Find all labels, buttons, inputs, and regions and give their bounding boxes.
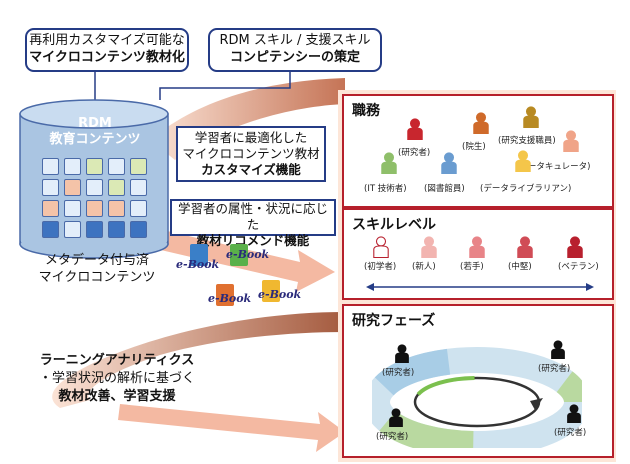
db-caption: メタデータ付与済 マイクロコンテンツ [22,252,172,286]
database-label: RDM 教育コンテンツ [40,116,150,148]
duty-person-label: (IT 技術者) [364,184,407,194]
skill-person-icon [468,236,486,262]
duty-person-label: (データキュレータ) [516,162,591,172]
duty-person-label: (図書館員) [424,184,465,194]
callout-customize-line2: マイクロコンテンツ教材 [182,146,320,161]
skill-person-label: (中堅) [508,262,532,272]
ebook-label: e-Book [226,248,270,261]
content-tile-icon [64,200,81,217]
content-tile-icon [108,200,125,217]
database-label-line1: RDM [78,116,112,131]
duty-person-icon [406,118,424,144]
ebook-icon [262,280,280,302]
panel-skill: スキルレベル (初学者) (新人) (若手) (中堅) (ベテラン) [342,208,614,300]
ebook-icon [230,244,248,266]
researcher-label: (研究者) [376,432,409,442]
duty-person-label: (院生) [462,142,486,152]
content-tile-icon [42,221,59,238]
callout-recommend: 学習者の属性・状況に応じた 教材リコメンド機能 [170,199,336,248]
content-tile-icon [86,200,103,217]
content-tile-icon [64,158,81,175]
duty-person-icon [380,152,398,178]
box-micro-content-line1: 再利用カスタマイズ可能な [29,33,185,48]
content-tile-icon [64,221,81,238]
connector-right-box [159,72,291,100]
skill-person-label: (新人) [412,262,436,272]
ebook-label: e-Book [208,292,252,305]
skill-person-icon [566,236,584,262]
researcher-label: (研究者) [538,364,571,374]
research-lifecycle-ring [372,347,582,448]
box-micro-content: 再利用カスタマイズ可能な マイクロコンテンツ教材化 [25,28,189,72]
duty-person-icon [472,112,490,138]
callout-customize: 学習者に最適化した マイクロコンテンツ教材 カスタマイズ機能 [176,126,326,182]
arrow-mid-right [118,220,335,292]
ebook-icon [216,284,234,306]
content-tile-icon [42,179,59,196]
content-tile-icon [42,158,59,175]
duty-person-label: (研究者) [398,148,431,158]
skill-person-icon [516,236,534,262]
analytics-line2: ・学習状況の解析に基づく [38,371,195,386]
content-tile-icon [42,200,59,217]
panel-duty: 職務 (研究者) (院生) (研究支援職員) (IT 技術者) (図書館員) (データキュ… [342,94,614,208]
box-competency: RDM スキル / 支援スキル コンピテンシーの策定 [208,28,382,72]
box-micro-content-line2: マイクロコンテンツ教材化 [29,50,185,65]
box-competency-line1: RDM スキル / 支援スキル [219,33,371,48]
db-caption-line1: メタデータ付与済 [44,253,149,268]
skill-person-label: (ベテラン) [558,262,599,272]
researcher-icon [550,340,566,363]
skill-person-label: (若手) [460,262,484,272]
arrow-bottom-right [118,404,345,452]
duty-person-label: (データライブラリアン) [480,184,572,194]
content-tile-icon [130,200,147,217]
duty-person-icon [522,106,540,132]
content-tile-icon [86,221,103,238]
content-tile-icon [130,221,147,238]
ebook-icon [190,244,208,266]
db-caption-line2: マイクロコンテンツ [38,270,156,285]
analytics-text: ラーニングアナリティクス ・学習状況の解析に基づく 教材改善、学習支援 [22,352,212,406]
duty-person-icon [440,152,458,178]
panel-duty-title: 職務 [352,103,380,119]
researcher-icon [566,404,582,427]
duty-person-label: (研究支援職員) [498,136,556,146]
callout-recommend-line1: 学習者の属性・状況に応じた [177,201,328,232]
callout-customize-line1: 学習者に最適化した [194,130,308,145]
duty-person-icon [562,130,580,156]
arrow-bottom-curve [52,312,346,408]
callout-customize-line3: カスタマイズ機能 [201,162,301,177]
skill-double-arrow [366,283,594,291]
researcher-label: (研究者) [382,368,415,378]
researcher-icon [388,408,404,431]
content-tile-icon [86,179,103,196]
skill-person-label: (初学者) [364,262,397,272]
analytics-line1: ラーニングアナリティクス [39,353,195,368]
ebook-label: e-Book [176,258,220,271]
skill-person-icon [420,236,438,262]
content-tile-icon [130,179,147,196]
duty-person-icon [514,150,532,176]
researcher-icon [394,344,410,367]
database-label-line2: 教育コンテンツ [49,132,141,147]
content-tile-icon [86,158,103,175]
content-tile-icon [130,158,147,175]
callout-recommend-line2: 教材リコメンド機能 [196,233,310,248]
content-tile-icon [64,179,81,196]
researcher-label: (研究者) [554,428,587,438]
panel-skill-title: スキルレベル [352,217,436,233]
analytics-line3: 教材改善、学習支援 [58,389,176,404]
content-tile-icon [108,221,125,238]
skill-person-icon [372,236,390,262]
content-tile-icon [108,179,125,196]
content-tile-icon [108,158,125,175]
panel-phase-title: 研究フェーズ [352,313,436,329]
box-competency-line2: コンピテンシーの策定 [229,50,360,65]
panel-phase: 研究フェーズ (研究者) (研究者) (研究者) (研究者) [342,304,614,458]
ebook-label: e-Book [258,288,302,301]
